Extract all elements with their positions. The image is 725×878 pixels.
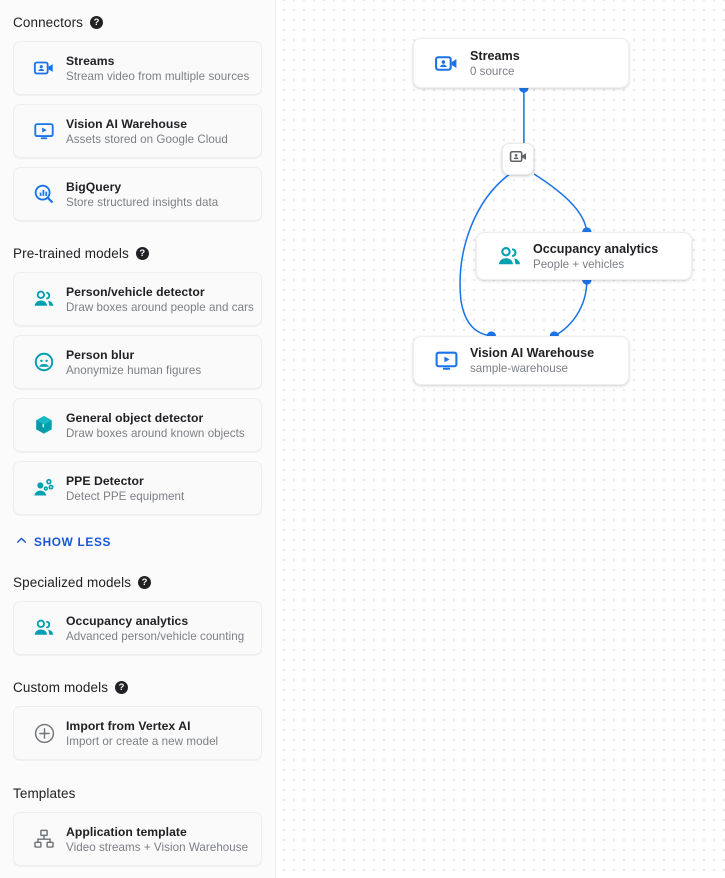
palette-item-text: Application template Video streams + Vis…	[62, 825, 248, 854]
sitemap-icon	[26, 828, 62, 850]
palette-item-text: Person/vehicle detector Draw boxes aroun…	[62, 285, 254, 314]
section-header-templates: Templates	[13, 783, 262, 803]
graph-node-text: Streams 0 source	[466, 49, 520, 78]
palette-item-title: Person/vehicle detector	[66, 284, 205, 299]
section-header-specialized-models: Specialized models ?	[13, 572, 262, 592]
graph-node-hub[interactable]	[502, 143, 534, 175]
palette-item-title: Occupancy analytics	[66, 613, 189, 628]
palette-item-bigquery[interactable]: BigQuery Store structured insights data	[13, 167, 262, 221]
section-title-pretrained-models: Pre-trained models	[13, 245, 129, 261]
palette-item-subtitle: Anonymize human figures	[66, 363, 202, 377]
section-title-specialized-models: Specialized models	[13, 574, 132, 590]
face-blur-icon	[26, 351, 62, 373]
palette-item-streams[interactable]: Streams Stream video from multiple sourc…	[13, 41, 262, 95]
palette-item-text: Person blur Anonymize human figures	[62, 348, 201, 377]
palette-item-title: General object detector	[66, 410, 204, 425]
graph-edges	[459, 83, 592, 341]
help-icon[interactable]: ?	[138, 575, 152, 589]
component-palette-sidebar: Connectors ? Streams Stream video from m…	[0, 0, 276, 878]
graph-node-text: Vision AI Warehouse sample-warehouse	[466, 346, 594, 375]
graph-node-subtitle: 0 source	[470, 64, 515, 78]
bigquery-search-icon	[26, 183, 62, 205]
graph-node-text: Occupancy analytics People + vehicles	[529, 242, 658, 271]
palette-item-text: Streams Stream video from multiple sourc…	[62, 54, 249, 83]
palette-item-title: Application template	[66, 824, 187, 839]
people-icon	[26, 617, 62, 639]
palette-item-subtitle: Draw boxes around people and cars	[66, 300, 254, 314]
palette-item-title: Vision AI Warehouse	[66, 116, 188, 131]
section-header-custom-models: Custom models ?	[13, 677, 262, 697]
palette-item-text: Vision AI Warehouse Assets stored on Goo…	[62, 117, 228, 146]
graph-node-streams[interactable]: Streams 0 source	[413, 38, 629, 88]
chevron-up-icon	[15, 534, 28, 550]
graph-node-title: Occupancy analytics	[533, 241, 659, 256]
plus-circle-icon	[26, 722, 62, 745]
palette-item-import-from-vertex-ai[interactable]: Import from Vertex AI Import or create a…	[13, 706, 262, 760]
graph-node-occupancy-analytics[interactable]: Occupancy analytics People + vehicles	[476, 232, 692, 280]
graph-node-title: Vision AI Warehouse	[470, 346, 595, 360]
palette-item-person-blur[interactable]: Person blur Anonymize human figures	[13, 335, 262, 389]
palette-item-vision-ai-warehouse[interactable]: Vision AI Warehouse Assets stored on Goo…	[13, 104, 262, 158]
show-less-label: SHOW LESS	[34, 535, 112, 549]
section-header-pretrained-models: Pre-trained models ?	[13, 243, 262, 263]
palette-item-subtitle: Import or create a new model	[66, 734, 219, 748]
section-header-connectors: Connectors ?	[13, 12, 262, 32]
monitor-play-icon	[426, 348, 466, 373]
palette-item-occupancy-analytics[interactable]: Occupancy analytics Advanced person/vehi…	[13, 601, 262, 655]
palette-item-general-object-detector[interactable]: General object detector Draw boxes aroun…	[13, 398, 262, 452]
palette-item-text: BigQuery Store structured insights data	[62, 180, 218, 209]
section-title-templates: Templates	[13, 785, 76, 801]
palette-item-person-vehicle-detector[interactable]: Person/vehicle detector Draw boxes aroun…	[13, 272, 262, 326]
palette-item-text: Import from Vertex AI Import or create a…	[62, 719, 218, 748]
people-icon	[26, 288, 62, 310]
ppe-person-icon	[26, 477, 62, 499]
video-camera-icon	[26, 57, 62, 79]
graph-node-subtitle: People + vehicles	[533, 257, 625, 271]
palette-item-title: PPE Detector	[66, 473, 144, 488]
palette-item-subtitle: Store structured insights data	[66, 195, 219, 209]
palette-item-subtitle: Assets stored on Google Cloud	[66, 132, 228, 146]
help-icon[interactable]: ?	[90, 15, 104, 29]
palette-item-application-template[interactable]: Application template Video streams + Vis…	[13, 812, 262, 866]
cube-icon	[26, 414, 62, 436]
monitor-play-icon	[26, 120, 62, 142]
section-title-connectors: Connectors	[13, 14, 84, 30]
graph-node-vision-ai-warehouse[interactable]: Vision AI Warehouse sample-warehouse	[413, 336, 629, 385]
help-icon[interactable]: ?	[115, 680, 129, 694]
palette-item-subtitle: Video streams + Vision Warehouse	[66, 840, 249, 854]
palette-item-title: Streams	[66, 53, 115, 68]
palette-item-text: Occupancy analytics Advanced person/vehi…	[62, 614, 244, 643]
show-less-button[interactable]: SHOW LESS	[13, 534, 262, 550]
palette-item-title: BigQuery	[66, 179, 122, 194]
palette-item-text: PPE Detector Detect PPE equipment	[62, 474, 184, 503]
section-title-custom-models: Custom models	[13, 679, 109, 695]
palette-item-text: General object detector Draw boxes aroun…	[62, 411, 245, 440]
graph-canvas[interactable]: Streams 0 source Occupancy analytics Peo…	[276, 0, 725, 878]
graph-node-subtitle: sample-warehouse	[470, 362, 568, 375]
video-camera-icon	[509, 147, 528, 171]
palette-item-subtitle: Stream video from multiple sources	[66, 69, 250, 83]
palette-item-title: Person blur	[66, 347, 135, 362]
video-camera-icon	[426, 51, 466, 76]
graph-node-title: Streams	[470, 48, 520, 63]
people-icon	[489, 244, 529, 269]
palette-item-ppe-detector[interactable]: PPE Detector Detect PPE equipment	[13, 461, 262, 515]
palette-item-subtitle: Draw boxes around known objects	[66, 426, 245, 440]
help-icon[interactable]: ?	[135, 246, 149, 260]
palette-item-subtitle: Advanced person/vehicle counting	[66, 629, 245, 643]
palette-item-subtitle: Detect PPE equipment	[66, 489, 185, 503]
palette-item-title: Import from Vertex AI	[66, 718, 191, 733]
